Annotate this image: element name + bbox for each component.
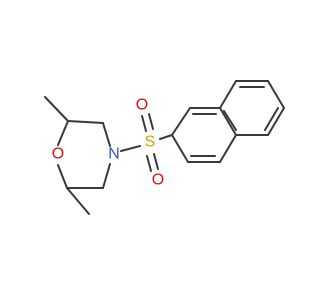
ring-nitrogen-label: N: [108, 146, 120, 163]
sulfonyl-oxygen-top-label: O: [136, 97, 148, 114]
bond-c2-methyl: [44, 96, 69, 122]
bond-c3-c2: [67, 120, 104, 124]
bond-naph-c2-c1: [171, 107, 191, 136]
canvas-background: [0, 0, 300, 300]
bond-s-o-top-2: [148, 113, 154, 130]
bond-s-o-bottom-2: [153, 153, 159, 170]
bond-o-c6: [57, 164, 68, 189]
bond-naph-c4a-c4: [219, 134, 237, 163]
bond-naph-c8a-c4a: [219, 107, 237, 136]
bond-s-o-bottom-1: [146, 155, 152, 172]
bond-naph-c3-c2: [171, 134, 189, 163]
molecule-structure: O N S O O: [0, 0, 300, 300]
sulfonyl-oxygen-bottom-label: O: [152, 172, 164, 189]
bond-naph-inner-a3: [223, 110, 237, 131]
bond-n-s: [120, 145, 141, 152]
bond-naph-c7-c6: [267, 80, 285, 109]
bond-naph-c8a-c8: [219, 80, 237, 109]
sulfonyl-sulfur-label: S: [145, 134, 156, 151]
bond-naph-inner-b2: [264, 107, 279, 131]
bond-c2-o: [57, 120, 69, 146]
bond-c6-methyl: [66, 187, 90, 215]
bond-naph-c6-c5: [267, 107, 285, 136]
bond-s-o-top-1: [141, 115, 147, 132]
bond-n-c3: [102, 122, 111, 147]
bond-c5-n: [102, 163, 111, 189]
ring-oxygen-label: O: [52, 146, 64, 163]
bond-s-naphthyl: [159, 134, 173, 140]
